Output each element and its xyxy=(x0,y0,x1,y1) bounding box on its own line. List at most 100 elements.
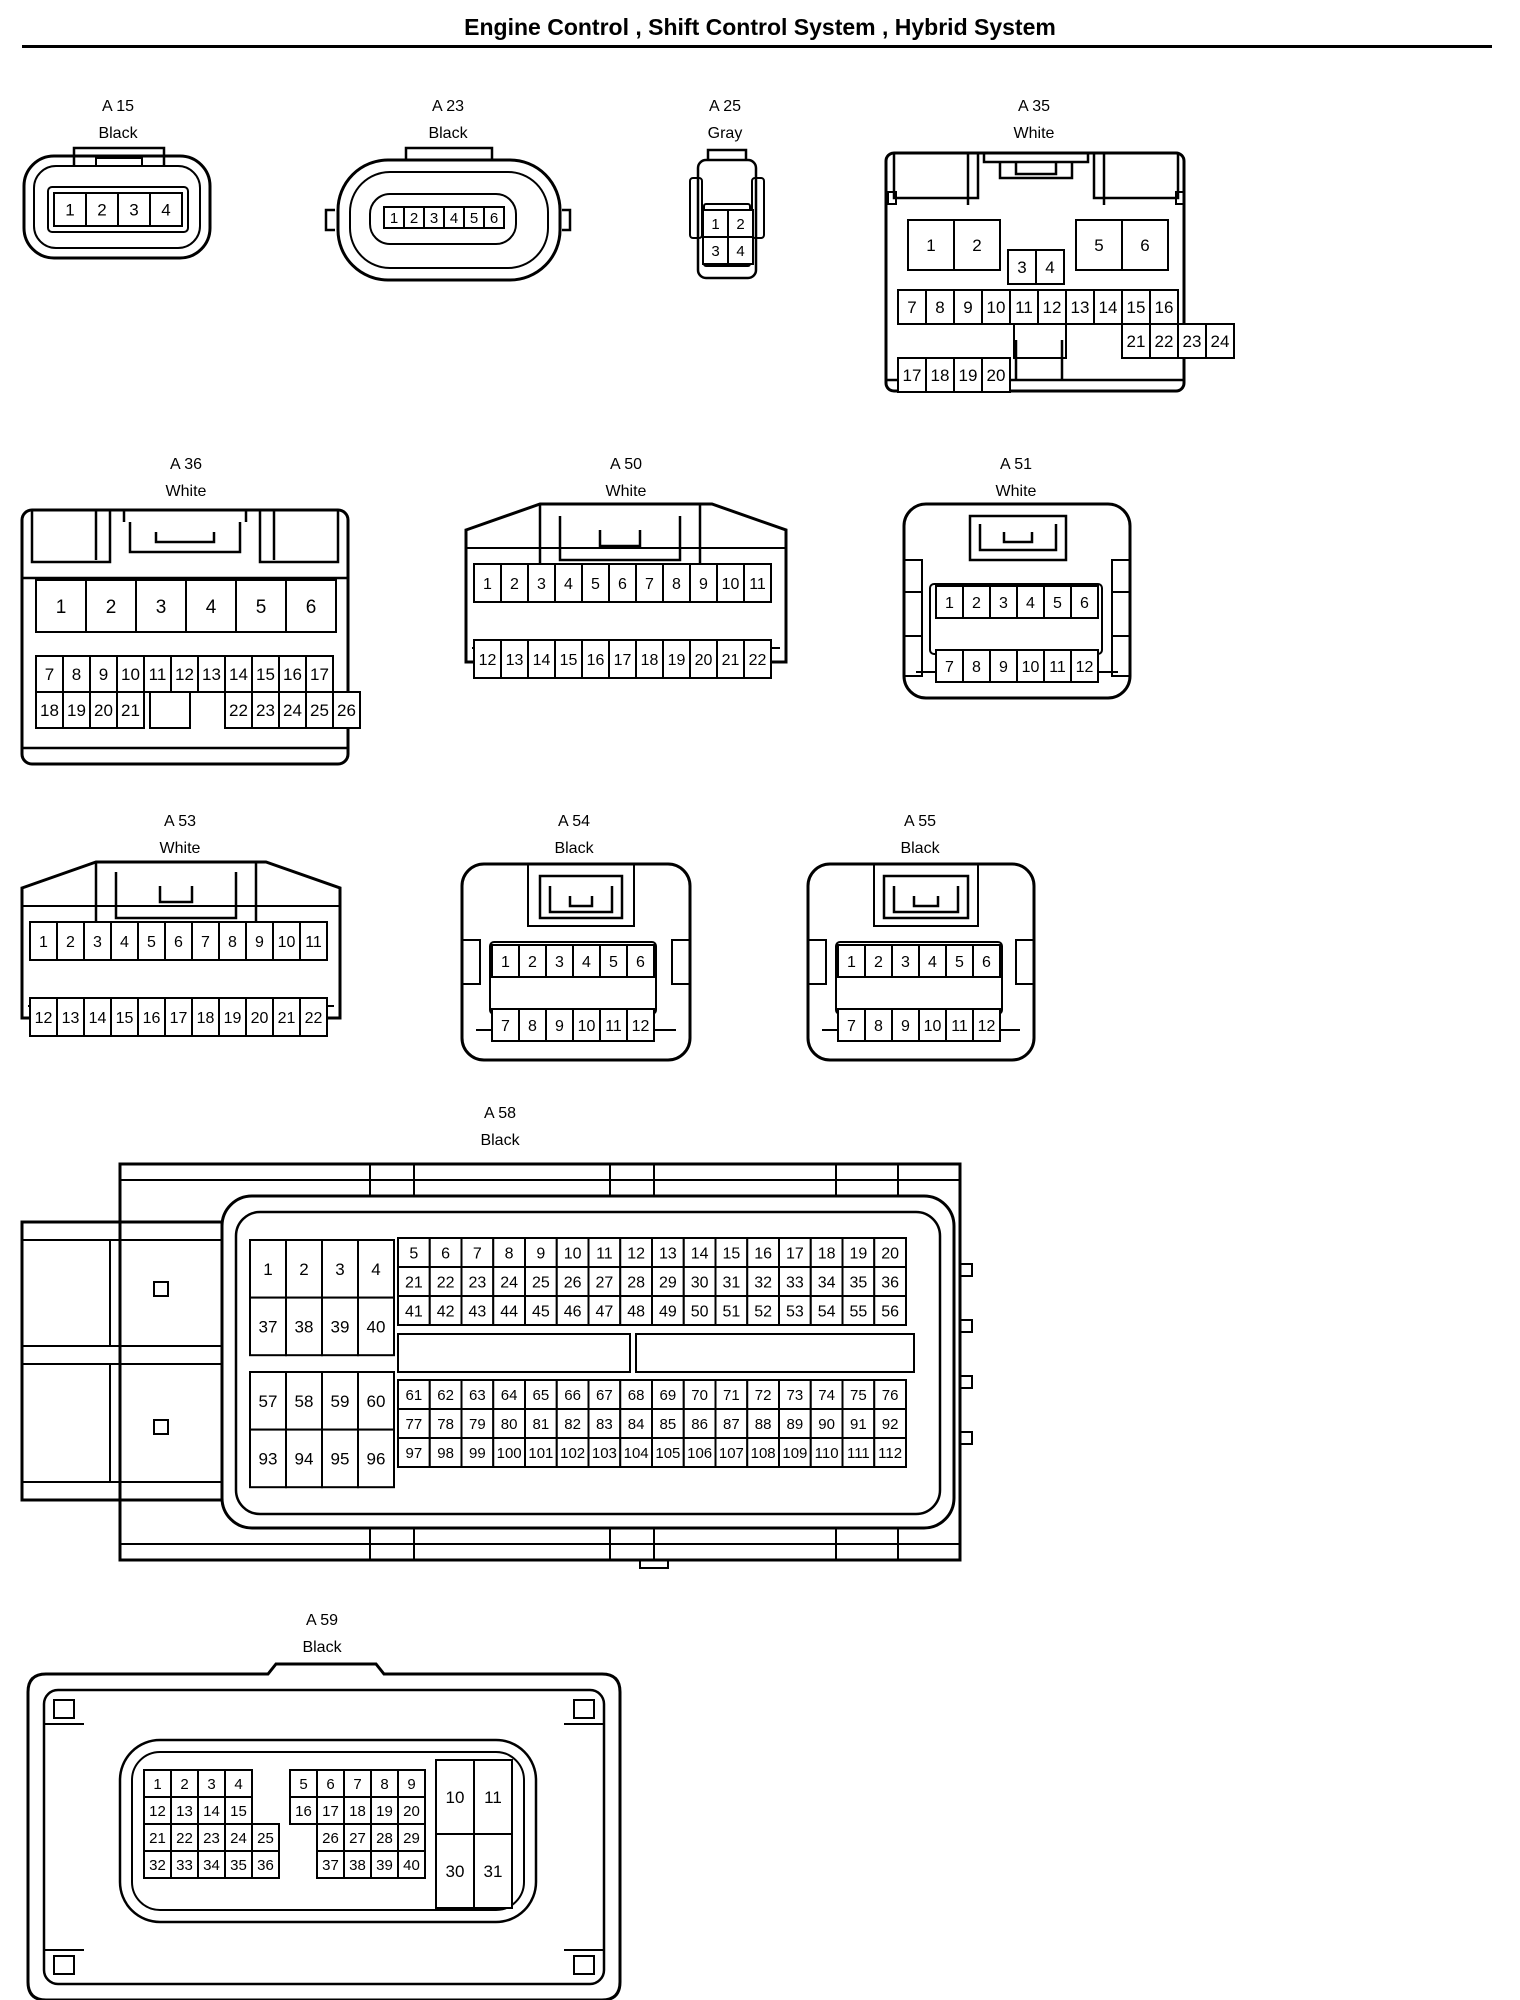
housing-outline xyxy=(220,1194,956,1530)
pin-cell xyxy=(626,1008,655,1042)
pin-number: 2 xyxy=(106,597,117,618)
pin-cell xyxy=(524,1266,558,1297)
pin-cell xyxy=(397,1437,431,1468)
pin-number: 49 xyxy=(659,1303,677,1320)
pin-number: 12 xyxy=(479,652,497,669)
pin-number: 8 xyxy=(228,934,237,951)
pin-cell xyxy=(555,1437,590,1468)
pin-number: 34 xyxy=(203,1857,220,1874)
pin-cell xyxy=(357,1428,395,1489)
pin-number: 27 xyxy=(349,1830,366,1847)
connector-color: White xyxy=(1014,125,1055,142)
pin-cell xyxy=(1093,289,1123,325)
pin-number: 88 xyxy=(755,1416,772,1433)
connector-color: Black xyxy=(428,125,468,142)
pin-number: 4 xyxy=(582,954,591,971)
pin-number: 82 xyxy=(564,1416,581,1433)
pin-number: 14 xyxy=(1099,298,1118,317)
pin-number: 13 xyxy=(506,652,524,669)
pin-number: 25 xyxy=(532,1274,550,1291)
pin-cell xyxy=(185,579,237,633)
pin-number: 14 xyxy=(229,665,248,684)
pin-number: 5 xyxy=(609,954,618,971)
housing-outline xyxy=(959,1263,973,1277)
connector-id: A 54 xyxy=(558,813,590,830)
pin-cell xyxy=(164,997,193,1037)
pin-number: 11 xyxy=(596,1245,613,1262)
pin-number: 17 xyxy=(170,1010,188,1027)
housing-outline xyxy=(95,157,143,166)
housing-outline xyxy=(873,864,979,927)
pin-number: 5 xyxy=(256,597,267,618)
pin-number: 81 xyxy=(533,1416,550,1433)
housing-outline xyxy=(369,1163,415,1197)
pin-cell xyxy=(164,921,193,961)
pin-number: 43 xyxy=(468,1303,486,1320)
pin-number: 7 xyxy=(847,1018,856,1035)
pin-number: 15 xyxy=(230,1803,247,1820)
pin-cell xyxy=(873,1237,907,1268)
pin-number: 22 xyxy=(1155,332,1174,351)
pin-number: 4 xyxy=(736,243,744,260)
housing-outline xyxy=(1014,162,1058,176)
pin-cell xyxy=(873,1437,907,1468)
pin-number: 4 xyxy=(564,576,573,593)
pin-number: 27 xyxy=(595,1274,613,1291)
pin-cell xyxy=(492,1437,526,1468)
pin-number: 13 xyxy=(659,1245,677,1262)
pin-number: 8 xyxy=(528,1018,537,1035)
pin-number: 60 xyxy=(367,1392,386,1411)
pin-cell xyxy=(635,639,664,679)
housing-outline xyxy=(959,1431,973,1445)
connector-bodies xyxy=(20,146,1186,2000)
pin-number: 37 xyxy=(322,1857,339,1874)
pin-number: 20 xyxy=(403,1803,420,1820)
pin-number: 31 xyxy=(484,1862,503,1881)
pin-number: 7 xyxy=(945,659,954,676)
housing-outline xyxy=(369,1527,415,1561)
pin-number: 16 xyxy=(754,1245,772,1262)
pin-number: 73 xyxy=(787,1387,804,1404)
pin-number: 8 xyxy=(935,298,944,317)
housing-outline xyxy=(573,1955,595,1975)
pin-number: 3 xyxy=(711,243,719,260)
pin-number: 36 xyxy=(881,1274,899,1291)
pin-cell xyxy=(1070,649,1099,683)
pin-number: 18 xyxy=(40,701,59,720)
pin-number: 4 xyxy=(120,934,129,951)
pin-number: 51 xyxy=(722,1303,740,1320)
pin-number: 3 xyxy=(537,576,546,593)
housing-outline xyxy=(884,151,1186,393)
pin-number: 95 xyxy=(331,1450,350,1469)
pin-cell xyxy=(224,1850,253,1879)
pin-number: 15 xyxy=(560,652,578,669)
pin-number: 30 xyxy=(446,1862,465,1881)
pin-cell xyxy=(370,1796,399,1825)
pin-number: 1 xyxy=(263,1260,272,1279)
pin-number: 16 xyxy=(143,1010,161,1027)
pin-cell xyxy=(743,563,772,603)
pin-cell xyxy=(689,639,718,679)
pin-cell xyxy=(89,655,118,693)
housing-outline xyxy=(404,146,494,160)
pin-number: 4 xyxy=(1045,258,1054,277)
pin-cell xyxy=(682,1437,717,1468)
housing-outline xyxy=(153,1419,169,1435)
pin-cell xyxy=(1205,323,1235,359)
housing-outline xyxy=(538,874,624,920)
pin-number: 12 xyxy=(175,665,194,684)
connector-id: A 25 xyxy=(709,98,741,115)
pin-number: 77 xyxy=(406,1416,423,1433)
pin-cell xyxy=(218,997,247,1037)
pin-cell xyxy=(962,585,991,619)
pin-number: 10 xyxy=(1022,659,1040,676)
connector-id: A 50 xyxy=(610,456,642,473)
connector-id: A 58 xyxy=(484,1105,516,1122)
pin-cell xyxy=(727,209,754,238)
pin-number: 1 xyxy=(926,236,935,255)
pin-number: 21 xyxy=(278,1010,296,1027)
pin-cell xyxy=(897,357,927,393)
pin-cell xyxy=(1070,585,1099,619)
